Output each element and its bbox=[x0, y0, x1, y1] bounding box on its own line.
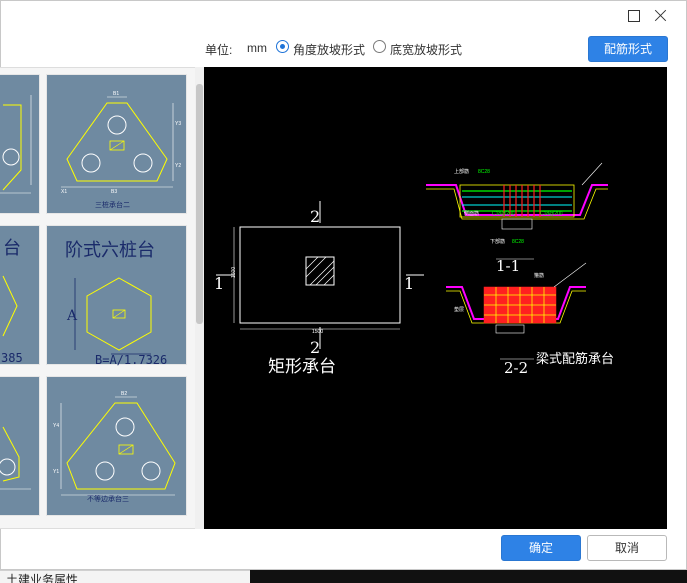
angle-slope-radio[interactable] bbox=[276, 40, 289, 53]
close-icon[interactable] bbox=[652, 7, 670, 25]
partial-tile-char: 台 bbox=[3, 238, 21, 259]
tile-label: 三桩承台二 bbox=[95, 200, 130, 209]
plan-rect bbox=[239, 226, 401, 324]
section-1-1: 上部筋 8C28 侧面筋 C18@200 C18@200 下部筋 8C28 1-… bbox=[426, 162, 608, 275]
unit-label: 单位: bbox=[205, 43, 233, 57]
tile-drawing bbox=[0, 426, 31, 490]
dim-y4-label: Y4 bbox=[53, 423, 59, 429]
cushion-label: 垫层 bbox=[454, 306, 464, 313]
dim-b3-label: B3 bbox=[111, 189, 117, 195]
section-2-2: 箍筋 垫层 2-2 梁式配筋承台 bbox=[446, 262, 614, 377]
stirrup-label: 箍筋 bbox=[534, 272, 544, 279]
shape-tile-partial-1[interactable] bbox=[0, 74, 40, 214]
gallery-scroll-thumb[interactable] bbox=[196, 84, 203, 324]
width-slope-label[interactable]: 底宽放坡形式 bbox=[390, 43, 463, 57]
rebar-config-button[interactable]: 配筋形式 bbox=[588, 36, 668, 62]
top-bar-label: 上部筋 bbox=[454, 168, 469, 175]
tile-heading: 阶式六桩台 bbox=[65, 240, 155, 261]
section-mark-bottom: 2 bbox=[310, 338, 320, 357]
shape-tile-partial-3[interactable] bbox=[0, 376, 40, 516]
angle-slope-label[interactable]: 角度放坡形式 bbox=[293, 43, 366, 57]
cancel-button[interactable]: 取消 bbox=[587, 535, 667, 561]
dim-b2-label: B2 bbox=[121, 391, 127, 397]
tile-drawing: 台 385 bbox=[1, 238, 23, 365]
section-2-title: 2-2 bbox=[504, 359, 528, 377]
shape-tile-unequal-3[interactable]: B2 Y4 Y1 不等边承台三 bbox=[46, 376, 187, 516]
shape-tile-hex-pile[interactable]: 阶式六桩台 A B=A/1.7326 bbox=[46, 225, 187, 366]
preview-drawing: 2 2 1 1 1500 1500 矩形承台 上部筋 8C28 bbox=[214, 162, 614, 377]
plan-title: 矩形承台 bbox=[268, 357, 336, 377]
background-canvas bbox=[250, 570, 687, 583]
background-panel-title: 土建业务属性 bbox=[6, 573, 79, 583]
dim-height: 1500 bbox=[231, 267, 237, 278]
width-slope-radio[interactable] bbox=[373, 40, 386, 53]
c18-spec-b: C18@200 bbox=[540, 211, 563, 217]
bottom-bar-spec: 8C28 bbox=[512, 239, 524, 245]
beam-title: 梁式配筋承台 bbox=[536, 351, 614, 366]
bottom-bar-label: 下部筋 bbox=[490, 238, 505, 245]
unit-value: mm bbox=[247, 41, 267, 55]
side-mark-left: 1 bbox=[214, 274, 224, 293]
section-mark-top: 2 bbox=[310, 207, 320, 226]
dim-a-label: A bbox=[66, 308, 78, 324]
dim-y2-label: Y2 bbox=[175, 163, 181, 169]
side-mark-right: 1 bbox=[404, 274, 414, 293]
dim-y3-label: Y3 bbox=[175, 121, 181, 127]
dim-width: 1500 bbox=[312, 329, 323, 335]
dim-y1-label: Y1 bbox=[53, 469, 59, 475]
unit-toolbar: 单位: mm 角度放坡形式 底宽放坡形式 bbox=[1, 37, 687, 59]
title-bar bbox=[1, 1, 687, 31]
side-bar-label: 侧面筋 bbox=[464, 210, 479, 217]
shape-gallery[interactable]: B1 Y3 Y2 X1 B3 三桩承台二 台 385 阶式六桩台 A B=A/1… bbox=[0, 67, 204, 529]
shape-tile-three-pile-2[interactable]: B1 Y3 Y2 X1 B3 三桩承台二 bbox=[46, 74, 187, 214]
tile-label: 不等边承台三 bbox=[87, 494, 129, 503]
maximize-icon[interactable] bbox=[625, 7, 643, 25]
top-bar-spec: 8C28 bbox=[478, 169, 490, 175]
dim-b1-label: B1 bbox=[113, 91, 119, 97]
ratio-label: B=A/1.7326 bbox=[95, 353, 167, 366]
c18-spec: C18@200 bbox=[492, 211, 515, 217]
tile-drawing: B2 Y4 Y1 不等边承台三 bbox=[53, 391, 176, 503]
section-1-title: 1-1 bbox=[496, 257, 520, 275]
dim-x1-label: X1 bbox=[61, 189, 67, 195]
column-rect bbox=[305, 256, 335, 286]
ok-button[interactable]: 确定 bbox=[501, 535, 581, 561]
tile-drawing: 阶式六桩台 A B=A/1.7326 bbox=[65, 240, 167, 366]
tile-drawing: B1 Y3 Y2 X1 B3 三桩承台二 bbox=[61, 91, 181, 209]
shape-tile-partial-2[interactable]: 台 385 bbox=[0, 225, 40, 365]
cad-preview: 2 2 1 1 1500 1500 矩形承台 上部筋 8C28 bbox=[204, 67, 667, 529]
partial-ratio-label: 385 bbox=[1, 351, 23, 365]
tile-drawing bbox=[0, 95, 32, 194]
